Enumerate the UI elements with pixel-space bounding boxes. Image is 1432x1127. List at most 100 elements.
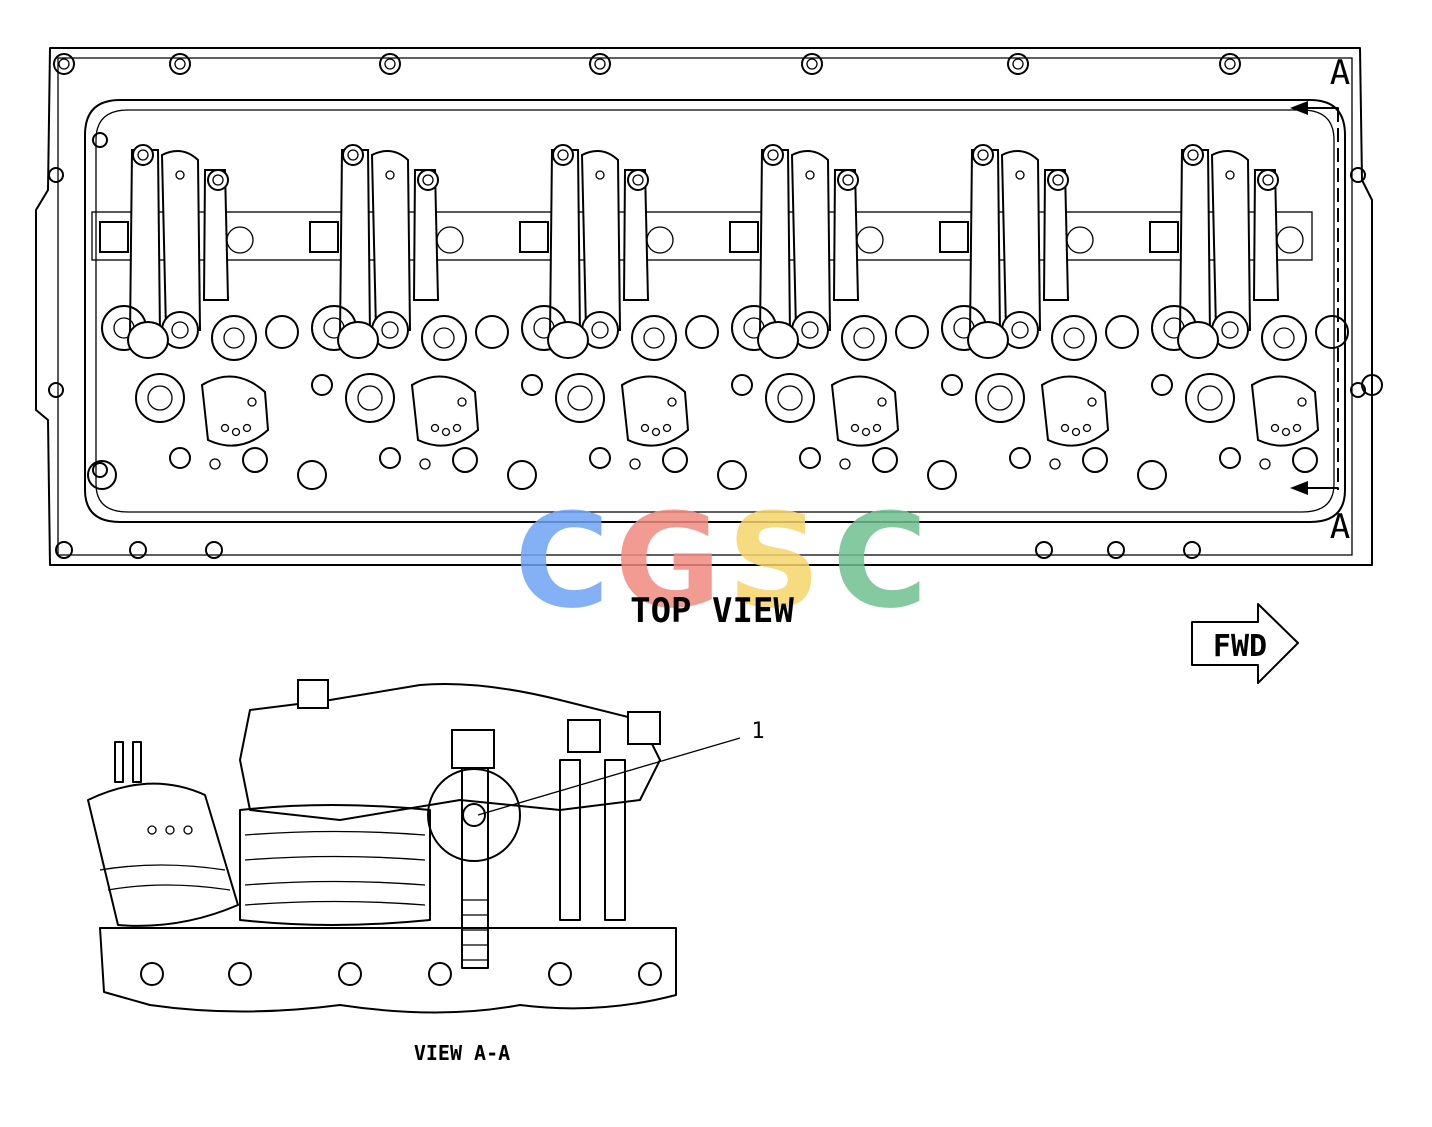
shaft-clamp-bolt — [519, 221, 549, 253]
block-hole — [428, 962, 452, 986]
head-bolt-hole — [242, 447, 268, 473]
rocker-arm-link — [370, 150, 412, 331]
shaft-clamp-bolt — [1149, 221, 1179, 253]
valve-seat-inner — [567, 385, 593, 411]
head-bolt-hole — [717, 460, 747, 490]
adjuster-screw — [627, 169, 649, 191]
valve-stem — [643, 327, 665, 349]
pushrod-socket — [337, 321, 379, 359]
fwd-label: FWD — [1213, 629, 1267, 664]
injector-pin — [1297, 397, 1307, 407]
injector-pin — [662, 423, 672, 433]
rocker-pivot — [385, 170, 395, 180]
head-bolt-hole — [297, 460, 327, 490]
injector-terminal — [132, 741, 142, 783]
head-block — [99, 927, 677, 1014]
perimeter-bolt-hole-inner — [174, 58, 186, 70]
adjuster-screw — [132, 144, 154, 166]
head-bolt-hole — [507, 460, 537, 490]
rocker-arm — [239, 683, 661, 821]
valve-seat — [1185, 373, 1235, 423]
head-outline — [35, 47, 1373, 566]
head-bolt-hole — [1009, 447, 1031, 469]
perimeter-bolt-hole — [379, 53, 401, 75]
adjuster-screw-center — [1052, 174, 1064, 186]
head-bolt-hole — [1137, 460, 1167, 490]
injector-pin — [1060, 423, 1070, 433]
bolt-thread — [462, 899, 488, 961]
adjuster-screw — [1047, 169, 1069, 191]
injector-pin — [667, 397, 677, 407]
head-bolt-hole — [452, 447, 478, 473]
watermark-letter: C — [514, 485, 609, 637]
cylinder-units — [87, 144, 1383, 490]
head-bolt-hole — [1219, 447, 1241, 469]
shaft-clamp-bolt — [729, 221, 759, 253]
adjuster-screw — [552, 144, 574, 166]
rocker-arm-link — [580, 150, 622, 331]
block-hole — [140, 962, 164, 986]
head-bolt-hole — [1082, 447, 1108, 473]
injector-pin — [1270, 423, 1280, 433]
shaft-bore — [1276, 226, 1304, 254]
injector-pin — [651, 427, 661, 437]
head-bolt-hole — [799, 447, 821, 469]
rocker-shaft-end — [427, 768, 521, 862]
watermark-letter: G — [615, 485, 722, 637]
valve-seat-inner — [357, 385, 383, 411]
perimeter-bolt-hole — [92, 132, 108, 148]
adjuster-screw — [207, 169, 229, 191]
perimeter-bolt-hole — [1035, 541, 1053, 559]
cylinder-unit — [507, 144, 753, 490]
pushrod-bore — [265, 315, 299, 349]
adjuster-nut — [567, 719, 601, 753]
head-bolt-hole — [1151, 374, 1173, 396]
shaft-bore — [646, 226, 674, 254]
adjuster-screw-center — [347, 149, 359, 161]
adjuster-screw-center — [632, 174, 644, 186]
fwd-arrow-shape — [1191, 603, 1299, 684]
head-bolt-hole — [731, 374, 753, 396]
perimeter-bolt-hole — [1219, 53, 1241, 75]
injector-body — [87, 782, 239, 927]
adjuster-screw — [417, 169, 439, 191]
valve-spring-cap — [631, 315, 677, 361]
perimeter-bolt-hole — [48, 382, 64, 398]
head-bolt-hole — [379, 447, 401, 469]
section-view-a-a: 1 VIEW A-A — [87, 679, 765, 1065]
injector-pin — [247, 397, 257, 407]
pushrod-bore — [1315, 315, 1349, 349]
head-bolt-hole — [589, 447, 611, 469]
perimeter-bolt-hole — [1350, 382, 1366, 398]
head-bolt-hole — [662, 447, 688, 473]
injector-pin — [1071, 427, 1081, 437]
rocker-nut-center — [171, 321, 189, 339]
shaft-bore — [226, 226, 254, 254]
injector-pin — [872, 423, 882, 433]
injector-pin — [1292, 423, 1302, 433]
section-arrow-icon — [1290, 481, 1308, 495]
head-inner-edge — [57, 57, 1353, 556]
dowel-hole — [1049, 458, 1061, 470]
shaft-bore — [856, 226, 884, 254]
pushrod-bore — [475, 315, 509, 349]
rocker-pivot — [175, 170, 185, 180]
perimeter-bolt-hole-inner — [1012, 58, 1024, 70]
cylinder-unit — [1137, 144, 1383, 490]
valve-seat-inner — [1197, 385, 1223, 411]
adjuster-screw-center — [137, 149, 149, 161]
rocker-arm-link — [160, 150, 202, 331]
rocker-nut-center — [381, 321, 399, 339]
cylinder-unit — [87, 144, 333, 490]
head-bolt-hole — [169, 447, 191, 469]
injector-pin — [430, 423, 440, 433]
rocker-arm-link — [758, 149, 792, 336]
rocker-arm-link — [548, 149, 582, 336]
valve-stem — [433, 327, 455, 349]
dowel-hole — [629, 458, 641, 470]
valve-spring-cap — [211, 315, 257, 361]
adjuster-screw-center — [212, 174, 224, 186]
watermark-letter: C — [832, 485, 927, 637]
